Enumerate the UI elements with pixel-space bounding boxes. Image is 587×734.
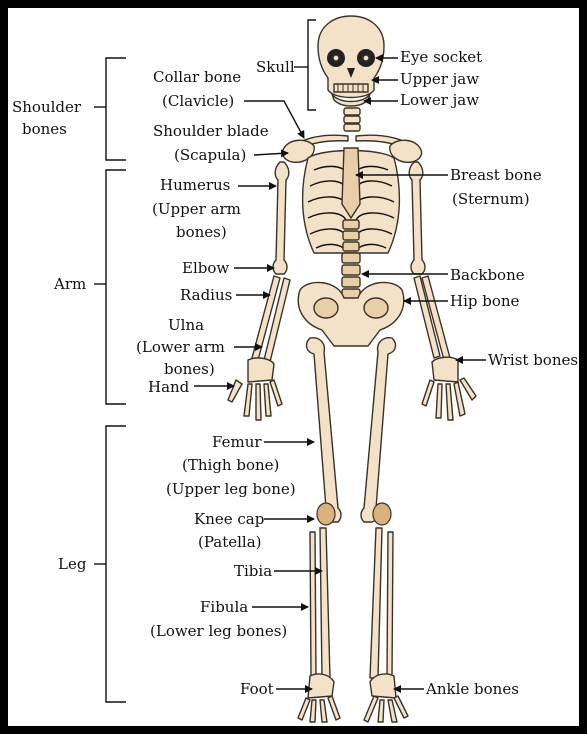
- label-upper-jaw: Upper jaw: [400, 70, 479, 88]
- label-knee-cap-1: Knee cap: [194, 510, 264, 528]
- label-fibula-1: Fibula: [200, 598, 248, 616]
- neck-vertebrae: [344, 108, 360, 131]
- left-hand: [228, 358, 282, 420]
- label-breast-bone-2: (Sternum): [452, 190, 530, 208]
- label-knee-cap-2: (Patella): [198, 533, 262, 551]
- label-ulna-3: bones): [164, 360, 215, 378]
- label-tibia: Tibia: [234, 562, 272, 580]
- label-leg: Leg: [58, 555, 87, 573]
- patella-bone: [317, 503, 335, 525]
- sternum-bone: [342, 148, 360, 218]
- label-ulna-1: Ulna: [168, 316, 204, 334]
- label-skull: Skull: [256, 58, 295, 76]
- label-arm: Arm: [53, 275, 86, 293]
- shoulder-bracket: [94, 58, 126, 160]
- label-hand: Hand: [148, 378, 190, 396]
- label-ulna-2: (Lower arm: [136, 338, 225, 356]
- diagram-frame: Skull Eye socket Upper jaw Lower jaw Sho…: [8, 8, 579, 726]
- label-eye-socket: Eye socket: [400, 48, 482, 66]
- label-foot: Foot: [240, 680, 274, 698]
- label-collar-bone-2: (Clavicle): [162, 92, 234, 110]
- label-ankle-bones: Ankle bones: [425, 680, 519, 698]
- left-foot: [298, 674, 340, 722]
- label-femur-2: (Thigh bone): [182, 456, 279, 474]
- label-breast-bone-1: Breast bone: [450, 166, 542, 184]
- label-fibula-2: (Lower leg bones): [150, 622, 287, 640]
- label-backbone: Backbone: [450, 266, 525, 284]
- skeleton-diagram: Skull Eye socket Upper jaw Lower jaw Sho…: [8, 8, 579, 726]
- tibia-bone: [320, 528, 330, 678]
- right-hand: [422, 357, 476, 420]
- arm-bracket: [94, 170, 126, 404]
- femur-bone: [307, 338, 341, 522]
- label-humerus-3: bones): [176, 223, 227, 241]
- humerus-bone: [273, 162, 289, 274]
- label-shoulder-blade-1: Shoulder blade: [153, 122, 269, 140]
- label-shoulder-blade-2: (Scapula): [174, 146, 246, 164]
- label-shoulder-bones-1: Shoulder: [12, 98, 82, 116]
- label-elbow: Elbow: [182, 259, 229, 277]
- label-femur-1: Femur: [212, 433, 262, 451]
- label-wrist-bones: Wrist bones: [488, 351, 578, 369]
- spine: [342, 220, 360, 299]
- skull-bracket: [308, 20, 316, 110]
- leg-bracket: [94, 426, 126, 702]
- fibula-bone: [310, 532, 316, 676]
- label-humerus-1: Humerus: [160, 176, 230, 194]
- label-hip-bone: Hip bone: [450, 292, 520, 310]
- label-lower-jaw: Lower jaw: [400, 91, 479, 109]
- label-humerus-2: (Upper arm: [152, 200, 241, 218]
- label-collar-bone-1: Collar bone: [153, 68, 241, 86]
- label-shoulder-bones-2: bones: [22, 120, 67, 138]
- label-femur-3: (Upper leg bone): [166, 480, 296, 498]
- skull-bone: [318, 16, 384, 106]
- label-radius: Radius: [180, 286, 232, 304]
- right-foot: [364, 674, 408, 722]
